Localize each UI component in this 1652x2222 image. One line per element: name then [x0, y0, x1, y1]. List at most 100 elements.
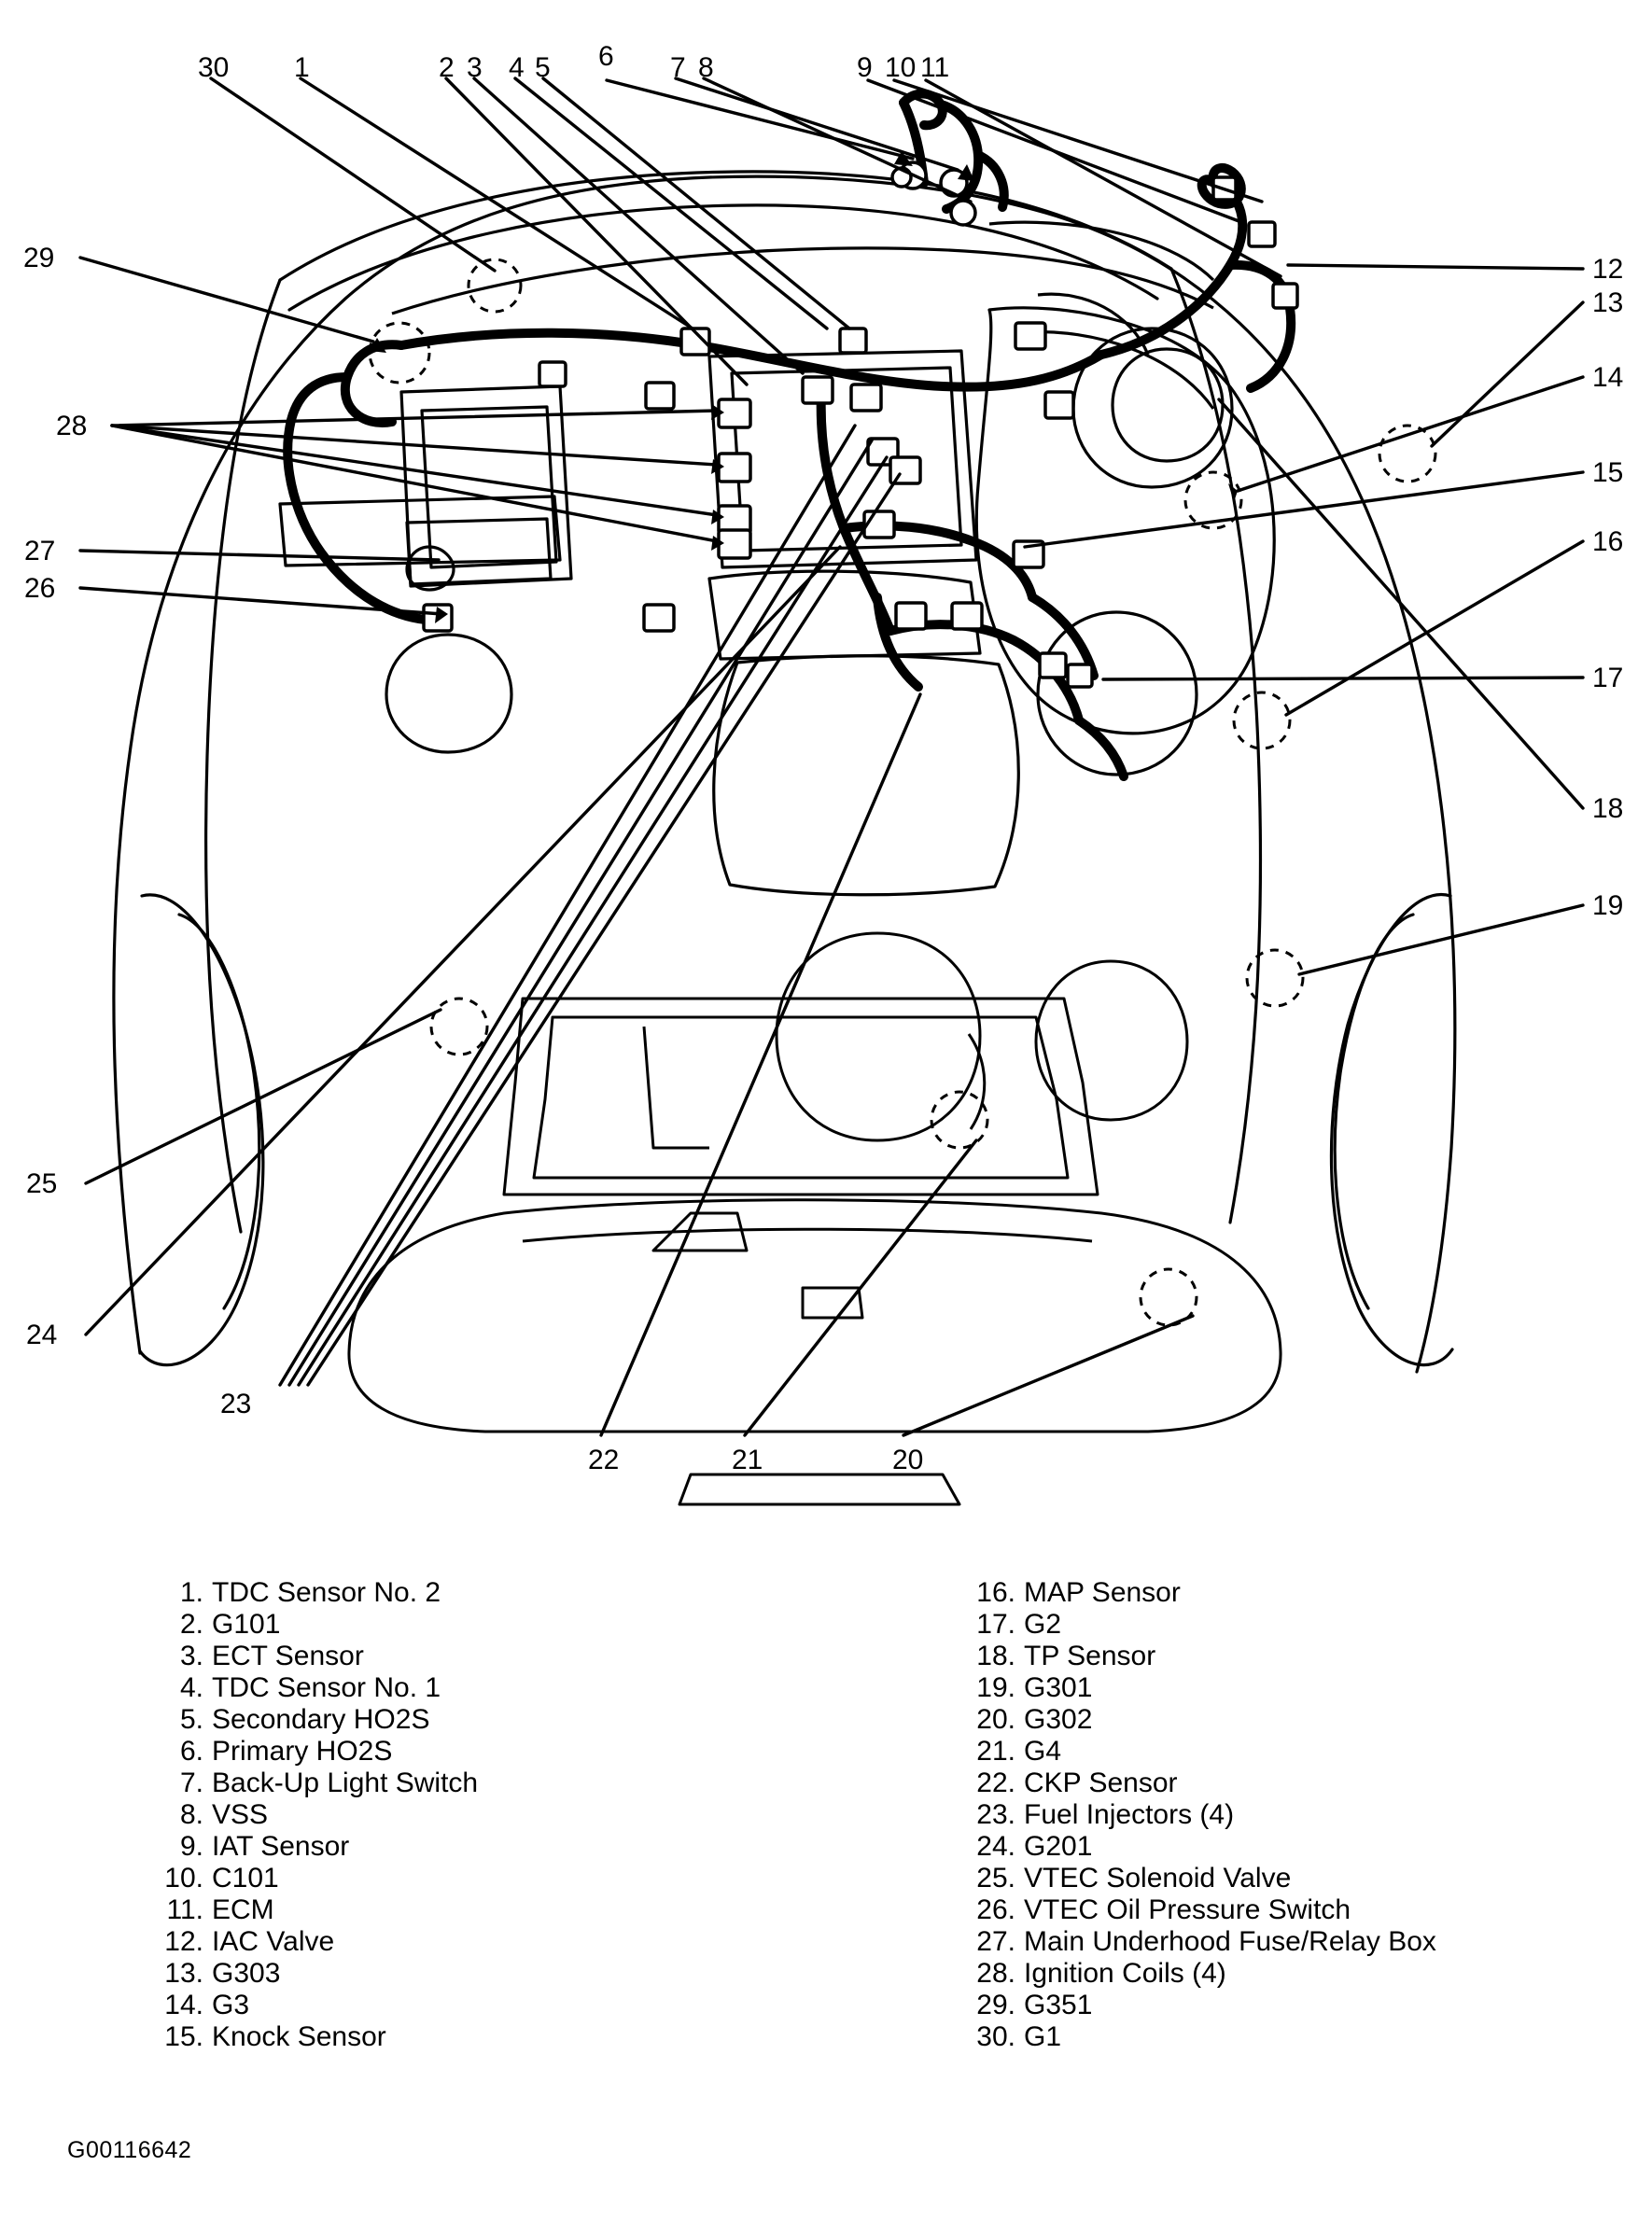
- leader-27: [78, 549, 441, 562]
- legend-item-number: 8.: [179, 1799, 203, 1830]
- legend-column-left: 1.TDC Sensor No. 2 2.G101 3.ECT Sensor 4…: [149, 1577, 478, 2053]
- legend-item-number: 14.: [164, 1990, 203, 2020]
- callout-number: 1: [294, 52, 310, 83]
- marker-14: [1183, 470, 1243, 530]
- leader-14: [1236, 375, 1585, 493]
- marker-16: [1232, 691, 1292, 750]
- legend-item-label: C101: [212, 1863, 279, 1894]
- leader-3: [472, 77, 805, 375]
- callout-number: 12: [1592, 254, 1624, 285]
- legend-item-label: Ignition Coils (4): [1024, 1958, 1226, 1989]
- callout-number: 2: [439, 52, 455, 83]
- marker-21: [930, 1090, 989, 1150]
- callout-number: 17: [1592, 663, 1624, 693]
- legend-item-label: G2: [1024, 1609, 1062, 1640]
- leader-1: [299, 77, 694, 330]
- marker-25: [429, 997, 489, 1056]
- legend-item-number: 25.: [976, 1863, 1015, 1894]
- legend-item-label: IAT Sensor: [212, 1831, 350, 1862]
- callout-number: 13: [1592, 287, 1624, 318]
- legend-item: 30.G1: [961, 2021, 1436, 2053]
- legend-item-label: Secondary HO2S: [212, 1704, 430, 1735]
- callout-number: 29: [23, 243, 55, 273]
- legend-item-number: 7.: [179, 1768, 203, 1798]
- legend-item-label: G101: [212, 1609, 281, 1640]
- legend-item-label: Primary HO2S: [212, 1736, 393, 1767]
- callout-number: 19: [1592, 890, 1624, 921]
- engine-compartment-diagram: [78, 77, 1585, 1506]
- legend-item-number: 3.: [179, 1641, 203, 1671]
- legend-item: 21.G4: [961, 1736, 1436, 1768]
- leader-30: [209, 77, 497, 273]
- leader-13: [1430, 300, 1585, 448]
- callout-number: 27: [24, 536, 56, 566]
- legend-item: 28. Ignition Coils (4): [961, 1958, 1436, 1990]
- leader-6: [605, 78, 915, 161]
- legend-item-number: 11.: [166, 1894, 203, 1925]
- callout-number: 28: [56, 411, 88, 441]
- leader-10: [892, 78, 1264, 203]
- legend-item-number: 18.: [976, 1641, 1015, 1671]
- marker-30: [467, 258, 523, 314]
- leader-19: [1297, 903, 1585, 976]
- leader-5: [541, 77, 851, 330]
- callout-number: 3: [467, 52, 483, 83]
- legend-item-number: 13.: [164, 1958, 203, 1989]
- callout-number: 26: [24, 573, 56, 604]
- legend-item-label: MAP Sensor: [1024, 1577, 1181, 1608]
- legend-item-number: 27.: [976, 1926, 1015, 1957]
- legend-item-label: VSS: [212, 1799, 269, 1830]
- legend-item: 3.ECT Sensor: [149, 1641, 478, 1672]
- legend-item-label: G4: [1024, 1736, 1062, 1767]
- legend-item: 18.TP Sensor: [961, 1641, 1436, 1672]
- legend-item: 26.VTEC Oil Pressure Switch: [961, 1894, 1436, 1926]
- legend-item-label: Fuel Injectors (4): [1024, 1799, 1235, 1830]
- leader-8: [702, 77, 973, 203]
- legend-item-number: 10.: [164, 1863, 203, 1894]
- legend-item-label: G3: [212, 1990, 250, 2020]
- leader-29: [78, 256, 375, 343]
- legend-item-number: 4.: [179, 1672, 203, 1703]
- legend-item: 6.Primary HO2S: [149, 1736, 478, 1768]
- leader-lines: [78, 77, 1585, 1437]
- callout-number: 16: [1592, 526, 1624, 557]
- leader-23c: [297, 455, 889, 1387]
- leader-4: [513, 77, 829, 330]
- leader-23d: [306, 472, 902, 1387]
- leader-11: [924, 78, 1282, 278]
- leader-2: [444, 77, 749, 386]
- leader-28a: [110, 409, 719, 427]
- legend-item-label: G351: [1024, 1990, 1093, 2020]
- legend-item: 27.Main Underhood Fuse/Relay Box: [961, 1926, 1436, 1958]
- callout-number: 21: [732, 1445, 763, 1475]
- leader-25: [84, 1008, 442, 1185]
- leader-21: [743, 1139, 978, 1437]
- callout-number: 18: [1592, 793, 1624, 824]
- legend-item: 14. G3: [149, 1990, 478, 2021]
- callout-number: 7: [670, 52, 686, 83]
- legend-item: 4.TDC Sensor No. 1: [149, 1672, 478, 1704]
- legend-item-label: G302: [1024, 1704, 1093, 1735]
- legend-item: 19.G301: [961, 1672, 1436, 1704]
- legend-item: 15.Knock Sensor: [149, 2021, 478, 2053]
- leader-18: [1217, 398, 1585, 810]
- legend-item: 1. TDC Sensor No. 2: [149, 1577, 478, 1609]
- figure-id-code: G00116642: [67, 2137, 192, 2163]
- leader-28b: [110, 424, 719, 467]
- legend-item: 24.G201: [961, 1831, 1436, 1863]
- legend-item-number: 17.: [976, 1609, 1015, 1640]
- callout-number: 22: [588, 1445, 620, 1475]
- legend-item-number: 1.: [179, 1577, 203, 1608]
- legend-item-label: TDC Sensor No. 2: [212, 1577, 441, 1608]
- legend-item-number: 15.: [164, 2021, 203, 2052]
- legend-item: 12.IAC Valve: [149, 1926, 478, 1958]
- leader-23a: [278, 424, 857, 1387]
- legend-item-number: 30.: [976, 2021, 1015, 2052]
- legend-item-number: 23.: [976, 1799, 1015, 1830]
- legend-item-label: CKP Sensor: [1024, 1768, 1178, 1798]
- engine-assembly: [278, 220, 1276, 897]
- legend-item-number: 28.: [976, 1958, 1015, 1989]
- legend-item: 13.G303: [149, 1958, 478, 1990]
- legend-item-number: 22.: [976, 1768, 1015, 1798]
- callout-number: 6: [598, 41, 614, 72]
